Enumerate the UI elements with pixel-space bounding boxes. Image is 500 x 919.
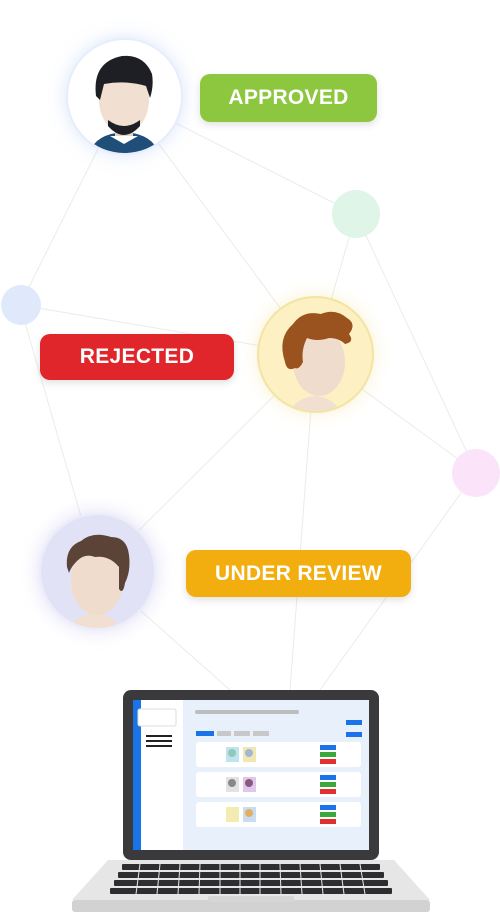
- approved-badge: APPROVED: [200, 74, 377, 122]
- rejected-badge: REJECTED: [40, 334, 234, 380]
- applicant-avatar-approved: [66, 38, 183, 155]
- applicant-avatar-rejected: [257, 296, 374, 413]
- pink-dot: [452, 449, 500, 497]
- blue-dot: [1, 285, 41, 325]
- mint-dot: [332, 190, 380, 238]
- applicant-avatar-under-review: [39, 513, 156, 630]
- under-review-badge: UNDER REVIEW: [186, 550, 411, 597]
